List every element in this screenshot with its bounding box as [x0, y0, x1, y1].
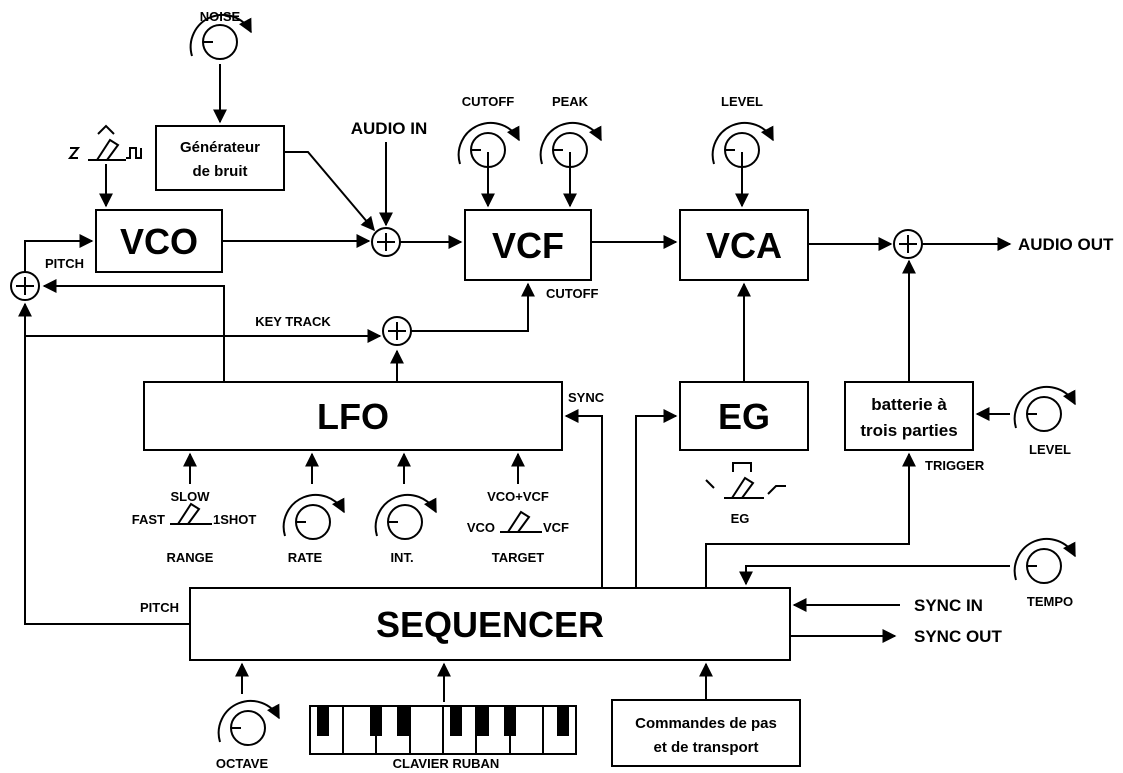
vcf-label: VCF — [492, 225, 564, 266]
rate-knob-label: RATE — [288, 550, 323, 565]
rate-knob: RATE — [282, 493, 345, 565]
lfo-target-switch: VCO+VCF VCO VCF TARGET — [467, 489, 569, 565]
cutoff-input-label: CUTOFF — [546, 286, 599, 301]
vca-block: VCA — [679, 209, 809, 281]
mixer-junction-keytrack — [382, 316, 412, 346]
range-name-label: RANGE — [167, 550, 214, 565]
trigger-label: TRIGGER — [925, 458, 985, 473]
drum-level-knob: LEVEL — [1013, 385, 1076, 457]
drum-level-knob-label: LEVEL — [1029, 442, 1071, 457]
sync-lfo-label: SYNC — [568, 390, 605, 405]
eg-block: EG — [679, 381, 809, 451]
black-key — [317, 706, 329, 736]
audio-in-label: AUDIO IN — [351, 119, 428, 138]
vco-block: VCO — [95, 209, 223, 273]
pitch-vco-label: PITCH — [45, 256, 84, 271]
step-transport-label-2: et de transport — [653, 739, 758, 756]
signal-lines — [18, 64, 1012, 702]
vco-label: VCO — [120, 221, 198, 262]
vcf-block: VCF — [464, 209, 592, 281]
range-right-label: 1SHOT — [213, 512, 256, 527]
vca-level-knob-label: LEVEL — [721, 94, 763, 109]
mixer-junction-audio-in — [371, 227, 401, 257]
tempo-knob: TEMPO — [1013, 537, 1076, 609]
key-track-label: KEY TRACK — [255, 314, 331, 329]
target-left-label: VCO — [467, 520, 495, 535]
sync-out-label: SYNC OUT — [914, 627, 1002, 646]
drum-machine-label-1: batterie à — [871, 395, 947, 414]
target-top-label: VCO+VCF — [487, 489, 549, 504]
vca-level-knob: LEVEL — [711, 94, 774, 168]
sawtooth-wave-icon — [67, 147, 81, 159]
attack-shape-icon — [767, 485, 786, 495]
mixer-junction-pitch — [10, 271, 40, 301]
triangle-wave-icon — [97, 124, 115, 135]
decay-shape-icon — [705, 479, 715, 489]
gate-shape-icon — [732, 462, 752, 472]
vca-label: VCA — [706, 225, 782, 266]
range-left-label: FAST — [132, 512, 165, 527]
keyboard-label: CLAVIER RUBAN — [393, 756, 500, 771]
black-key — [397, 706, 409, 736]
sync-in-label: SYNC IN — [914, 596, 983, 615]
range-top-label: SLOW — [171, 489, 211, 504]
tempo-knob-label: TEMPO — [1027, 594, 1073, 609]
noise-knob: NOISE — [189, 9, 252, 60]
black-key — [370, 706, 382, 736]
eg-label: EG — [718, 396, 770, 437]
black-key — [557, 706, 569, 736]
eg-switch-label: EG — [731, 511, 750, 526]
square-wave-icon — [126, 147, 142, 159]
cutoff-knob: CUTOFF — [457, 94, 520, 168]
ribbon-keyboard: CLAVIER RUBAN — [309, 705, 577, 771]
noise-generator-label-2: de bruit — [193, 163, 248, 180]
noise-knob-label: NOISE — [200, 9, 241, 24]
octave-knob-label: OCTAVE — [216, 756, 269, 771]
int-knob: INT. — [374, 493, 437, 565]
lfo-range-switch: SLOW FAST 1SHOT RANGE — [132, 489, 257, 565]
vco-waveform-switch — [67, 124, 142, 161]
octave-knob: OCTAVE — [216, 699, 280, 771]
lfo-block: LFO — [143, 381, 563, 451]
eg-shape-switch: EG — [705, 462, 786, 526]
noise-generator-label-1: Générateur — [180, 139, 260, 156]
black-key — [450, 706, 462, 736]
peak-knob-label: PEAK — [552, 94, 589, 109]
target-right-label: VCF — [543, 520, 569, 535]
peak-knob: PEAK — [539, 94, 602, 168]
sequencer-block: SEQUENCER — [189, 587, 791, 661]
int-knob-label: INT. — [390, 550, 413, 565]
step-transport-block: Commandes de pas et de transport — [611, 699, 801, 767]
black-key — [477, 706, 489, 736]
mixer-junction-output — [893, 229, 923, 259]
cutoff-knob-label: CUTOFF — [462, 94, 515, 109]
noise-generator-block: Générateur de bruit — [155, 125, 285, 191]
step-transport-label-1: Commandes de pas — [635, 715, 777, 732]
lfo-label: LFO — [317, 396, 389, 437]
drum-machine-label-2: trois parties — [860, 421, 957, 440]
sequencer-label: SEQUENCER — [376, 604, 604, 645]
target-name-label: TARGET — [492, 550, 545, 565]
signal-labels: AUDIO IN AUDIO OUT PITCH PITCH CUTOFF KE… — [45, 119, 1114, 646]
audio-out-label: AUDIO OUT — [1018, 235, 1114, 254]
black-key — [504, 706, 516, 736]
pitch-seq-label: PITCH — [140, 600, 179, 615]
drum-machine-block: batterie à trois parties — [844, 381, 974, 451]
